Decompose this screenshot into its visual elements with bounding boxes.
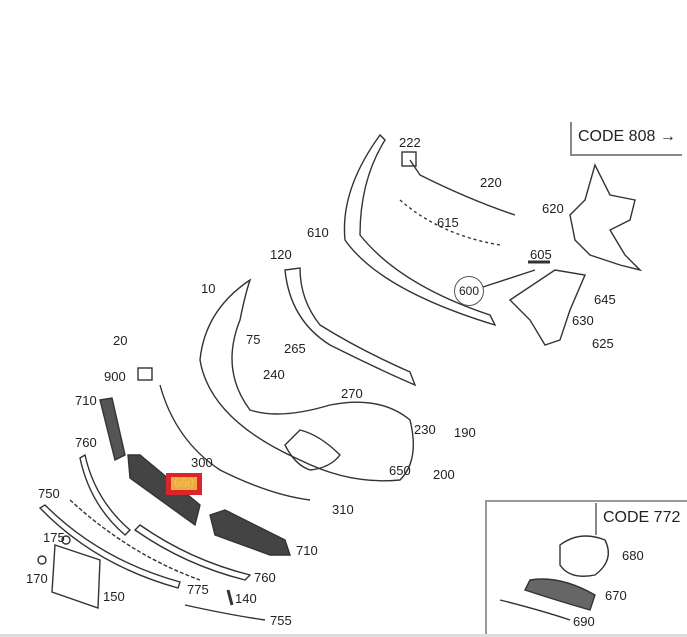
label-270[interactable]: 270 (341, 386, 363, 401)
label-200[interactable]: 200 (433, 467, 455, 482)
label-775[interactable]: 775 (187, 582, 209, 597)
label-300[interactable]: 300 (191, 455, 213, 470)
label-230[interactable]: 230 (414, 422, 436, 437)
part-120 (284, 267, 417, 387)
label-670[interactable]: 670 (605, 588, 627, 603)
label-750[interactable]: 750 (38, 486, 60, 501)
part-10-bumper-cover (199, 278, 415, 482)
code-772-box (485, 500, 687, 637)
label-265[interactable]: 265 (284, 341, 306, 356)
label-20[interactable]: 20 (113, 333, 128, 348)
label-75[interactable]: 75 (246, 332, 261, 347)
part-600 (508, 269, 586, 346)
label-650[interactable]: 650 (389, 463, 411, 478)
label-170[interactable]: 170 (26, 571, 48, 586)
label-10[interactable]: 10 (201, 281, 216, 296)
fog-light-opening (284, 429, 341, 471)
label-630[interactable]: 630 (572, 313, 594, 328)
part-760-left (79, 453, 132, 536)
part-170 (37, 555, 47, 565)
label-220[interactable]: 220 (480, 175, 502, 190)
label-755[interactable]: 755 (270, 613, 292, 628)
code-808-label: CODE 808 → (570, 122, 682, 156)
part-610 (343, 133, 497, 327)
label-150[interactable]: 150 (103, 589, 125, 604)
part-620 (569, 163, 643, 272)
label-760-upper[interactable]: 760 (75, 435, 97, 450)
part-690 (499, 599, 571, 621)
part-615 (399, 199, 501, 246)
part-750 (38, 504, 181, 589)
part-710-left (99, 397, 126, 462)
wire-220 (409, 159, 516, 216)
label-605[interactable]: 605 (530, 247, 552, 262)
part-680 (559, 535, 609, 577)
part-140 (226, 589, 234, 606)
part-150 (51, 544, 101, 609)
label-120[interactable]: 120 (270, 247, 292, 262)
label-615[interactable]: 615 (437, 215, 459, 230)
bottom-divider (0, 634, 687, 637)
callout-600[interactable]: 600 (454, 276, 484, 306)
label-620[interactable]: 620 (542, 201, 564, 216)
part-900 (137, 367, 153, 381)
label-680[interactable]: 680 (622, 548, 644, 563)
highlighted-part-660[interactable]: 660 (166, 473, 202, 495)
label-222[interactable]: 222 (399, 135, 421, 150)
label-190[interactable]: 190 (454, 425, 476, 440)
part-660-label: 660 (171, 477, 197, 490)
label-175[interactable]: 175 (43, 530, 65, 545)
part-775 (69, 499, 201, 581)
part-760-right (133, 524, 252, 581)
label-690[interactable]: 690 (573, 614, 595, 629)
label-310[interactable]: 310 (332, 502, 354, 517)
part-660-grille (127, 454, 201, 527)
part-710-right (209, 509, 291, 556)
label-240[interactable]: 240 (263, 367, 285, 382)
code-772-label: CODE 772 (595, 503, 687, 535)
label-610[interactable]: 610 (307, 225, 329, 240)
label-760-lower[interactable]: 760 (254, 570, 276, 585)
part-222 (401, 151, 417, 167)
label-625[interactable]: 625 (592, 336, 614, 351)
wire-300 (159, 384, 311, 501)
part-670 (524, 578, 596, 611)
label-140[interactable]: 140 (235, 591, 257, 606)
part-175 (61, 535, 71, 545)
label-710-lower[interactable]: 710 (296, 543, 318, 558)
callout-line-600 (479, 269, 536, 289)
label-710-upper[interactable]: 710 (75, 393, 97, 408)
part-755 (184, 604, 266, 621)
label-900[interactable]: 900 (104, 369, 126, 384)
label-645[interactable]: 645 (594, 292, 616, 307)
